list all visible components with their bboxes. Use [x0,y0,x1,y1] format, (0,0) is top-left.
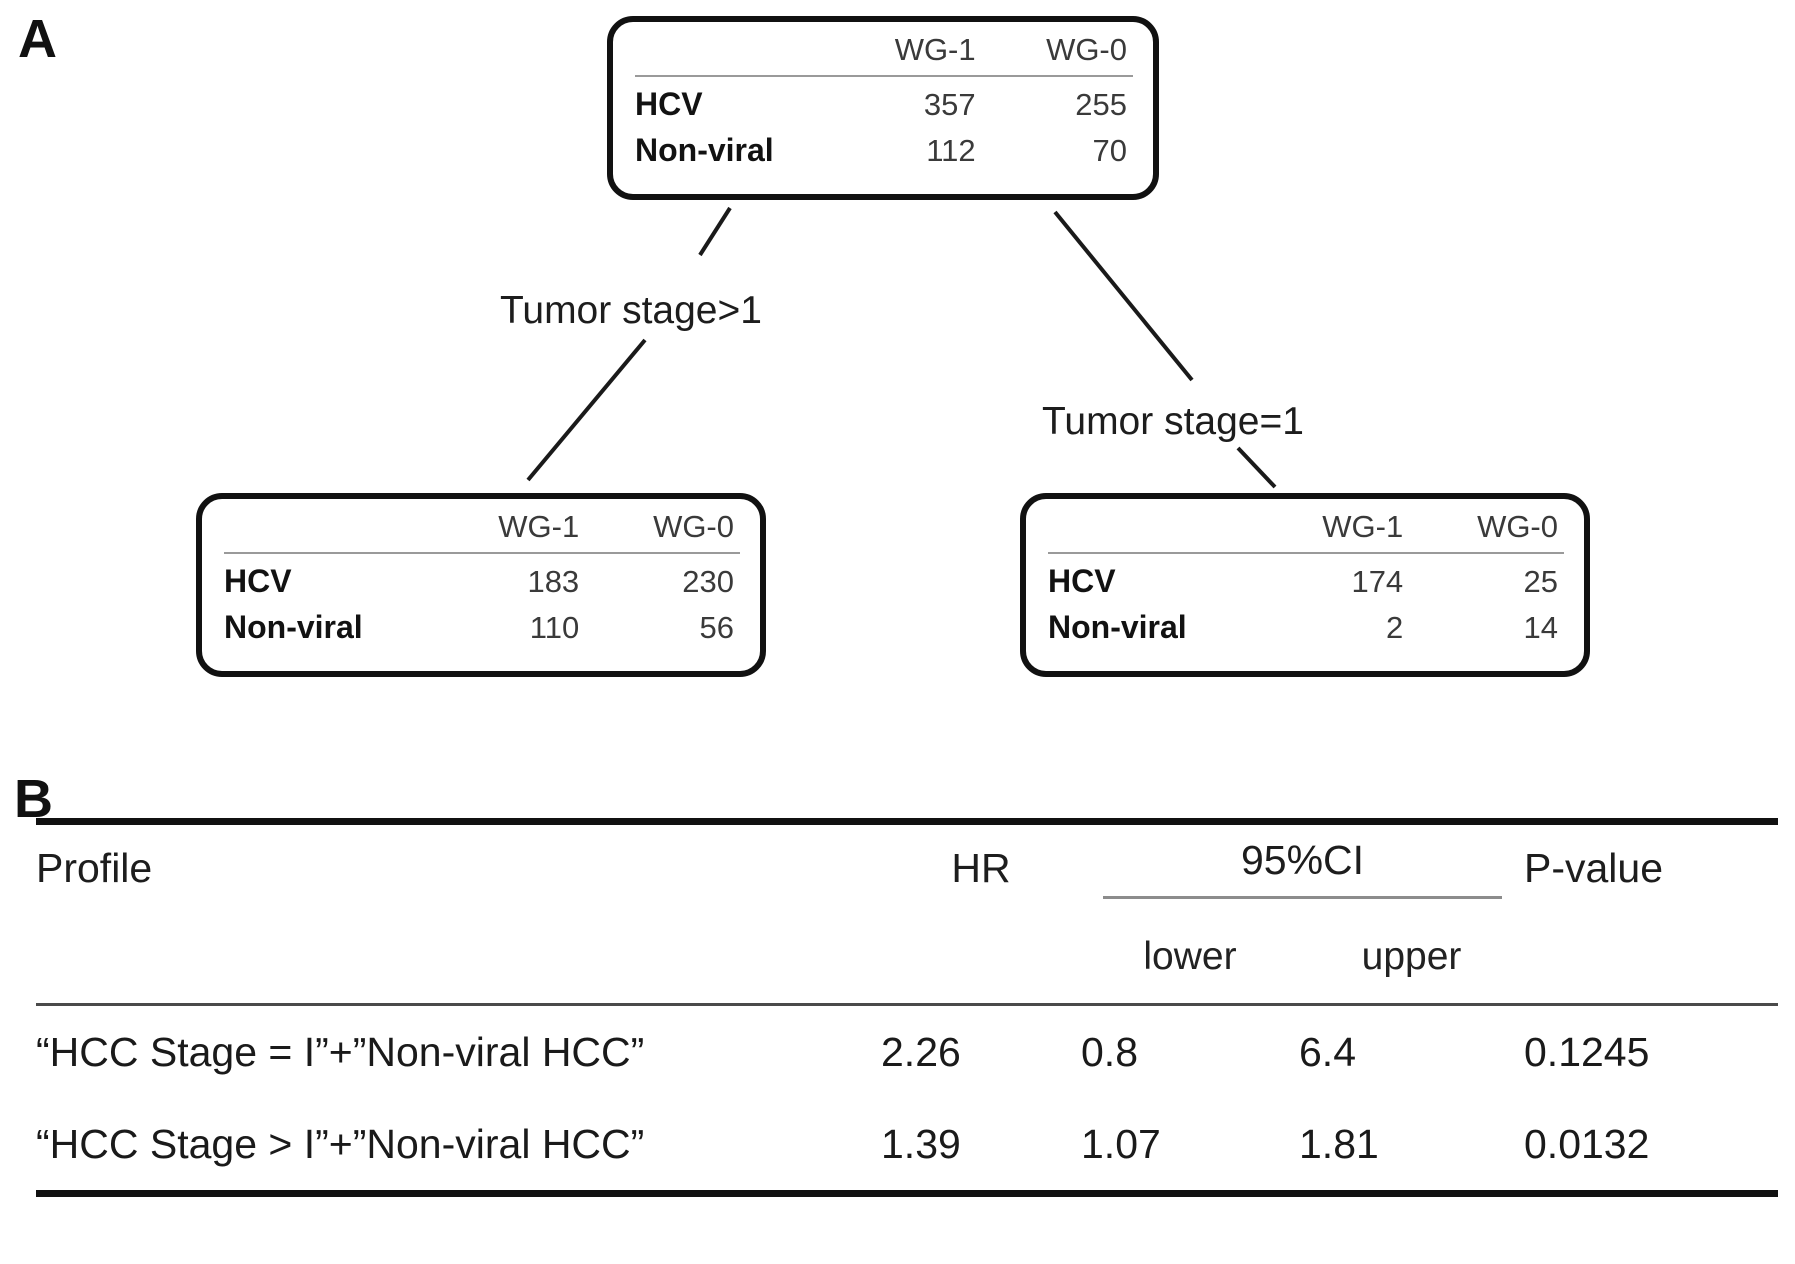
right-row-label-nonviral: Non-viral [1048,609,1187,645]
column-header-pvalue: P-value [1524,844,1664,891]
row-0-ci-lower: 0.8 [1081,1028,1138,1075]
subheader-blank-pvalue [1524,911,1778,1005]
table-row: Non-viral 112 70 [635,123,1133,169]
tumor-stage-gt1-node: WG-1 WG-0 HCV 183 230 Non-viral 110 56 [196,493,766,677]
root-hcv-wg1: 357 [923,86,976,122]
left-nonviral-wg1: 110 [529,609,580,645]
root-corner-cell [635,32,830,75]
panel-b: Profile HR 95%CI P-value lower upper “HC… [36,818,1778,1200]
root-contingency-table: WG-1 WG-0 HCV 357 255 Non-viral 112 70 [635,32,1133,169]
edge-label-tumor-stage-eq1: Tumor stage=1 [1042,400,1304,443]
left-header-wg0: WG-0 [653,509,734,544]
table-subheader-row: lower upper [36,911,1778,1005]
table-bottom-rule [36,1190,1778,1200]
left-row-label-nonviral: Non-viral [224,609,363,645]
row-0-ci-upper: 6.4 [1299,1028,1356,1075]
row-1-hr: 1.39 [881,1120,961,1167]
right-contingency-table: WG-1 WG-0 HCV 174 25 Non-viral 2 14 [1048,509,1564,646]
table-row: HCV 357 255 [635,76,1133,123]
right-node-body: WG-1 WG-0 HCV 174 25 Non-viral 2 14 [1026,499,1584,671]
root-row-label-hcv: HCV [635,86,703,122]
row-1-pvalue: 0.0132 [1524,1120,1650,1167]
root-hcv-wg0: 255 [1075,86,1127,122]
row-0-profile: “HCC Stage = I”+”Non-viral HCC” [36,1028,645,1075]
left-corner-cell [224,509,430,552]
table-row: HCV 183 230 [224,553,740,600]
root-node-body: WG-1 WG-0 HCV 357 255 Non-viral 112 70 [613,22,1153,194]
row-1-profile: “HCC Stage > I”+”Non-viral HCC” [36,1120,645,1167]
panel-b-letter: B [14,769,54,829]
left-nonviral-wg0: 56 [699,609,734,645]
right-header-wg1: WG-1 [1322,509,1404,544]
panel-a: A Tumor stage>1 Tumor stage=1 WG-1 WG-0 … [18,9,1590,677]
tree-edge-lines [526,206,1277,489]
left-row-label-hcv: HCV [224,563,292,599]
left-hcv-wg1: 183 [527,563,580,599]
results-table: Profile HR 95%CI P-value lower upper “HC… [36,818,1778,1200]
panel-a-letter: A [18,9,58,69]
edge-label-tumor-stage-gt1: Tumor stage>1 [500,289,762,332]
root-node: WG-1 WG-0 HCV 357 255 Non-viral 112 70 [607,16,1159,200]
right-corner-cell [1048,509,1254,552]
row-1-ci-lower: 1.07 [1081,1120,1161,1167]
column-header-ci-label: 95%CI [1103,837,1502,899]
right-nonviral-wg0: 14 [1523,609,1558,645]
root-header-wg0: WG-0 [1046,32,1127,67]
subheader-blank-profile [36,911,881,1005]
table-top-rule [36,818,1778,828]
table-header-row: Profile HR 95%CI P-value [36,825,1778,911]
root-nonviral-wg1: 112 [926,132,976,168]
right-row-label-hcv: HCV [1048,563,1116,599]
table-row: Non-viral 110 56 [224,600,740,646]
right-header-wg0: WG-0 [1477,509,1558,544]
table-header-rule [36,1003,1778,1007]
left-header-wg1: WG-1 [498,509,580,544]
root-row-label-nonviral: Non-viral [635,132,774,168]
table-row: “HCC Stage > I”+”Non-viral HCC” 1.39 1.0… [36,1098,1778,1194]
column-header-ci-group: 95%CI [1081,825,1524,911]
row-0-pvalue: 0.1245 [1524,1028,1650,1075]
column-header-ci-upper: upper [1361,935,1462,978]
right-hcv-wg0: 25 [1523,563,1558,599]
root-header-wg1: WG-1 [894,32,976,67]
column-header-hr: HR [951,844,1011,891]
right-hcv-wg1: 174 [1351,563,1404,599]
table-row: HCV 174 25 [1048,553,1564,600]
table-row: “HCC Stage = I”+”Non-viral HCC” 2.26 0.8… [36,1006,1778,1098]
left-contingency-table: WG-1 WG-0 HCV 183 230 Non-viral 110 56 [224,509,740,646]
column-header-profile: Profile [36,844,153,891]
row-1-ci-upper: 1.81 [1299,1120,1379,1167]
left-node-body: WG-1 WG-0 HCV 183 230 Non-viral 110 56 [202,499,760,671]
row-0-hr: 2.26 [881,1028,961,1075]
column-header-ci-lower: lower [1143,935,1237,978]
left-hcv-wg0: 230 [682,563,734,599]
tumor-stage-eq1-node: WG-1 WG-0 HCV 174 25 Non-viral 2 14 [1020,493,1590,677]
table-row: Non-viral 2 14 [1048,600,1564,646]
root-nonviral-wg0: 70 [1092,132,1127,168]
subheader-blank-hr [881,911,1081,1005]
right-nonviral-wg1: 2 [1385,609,1404,645]
